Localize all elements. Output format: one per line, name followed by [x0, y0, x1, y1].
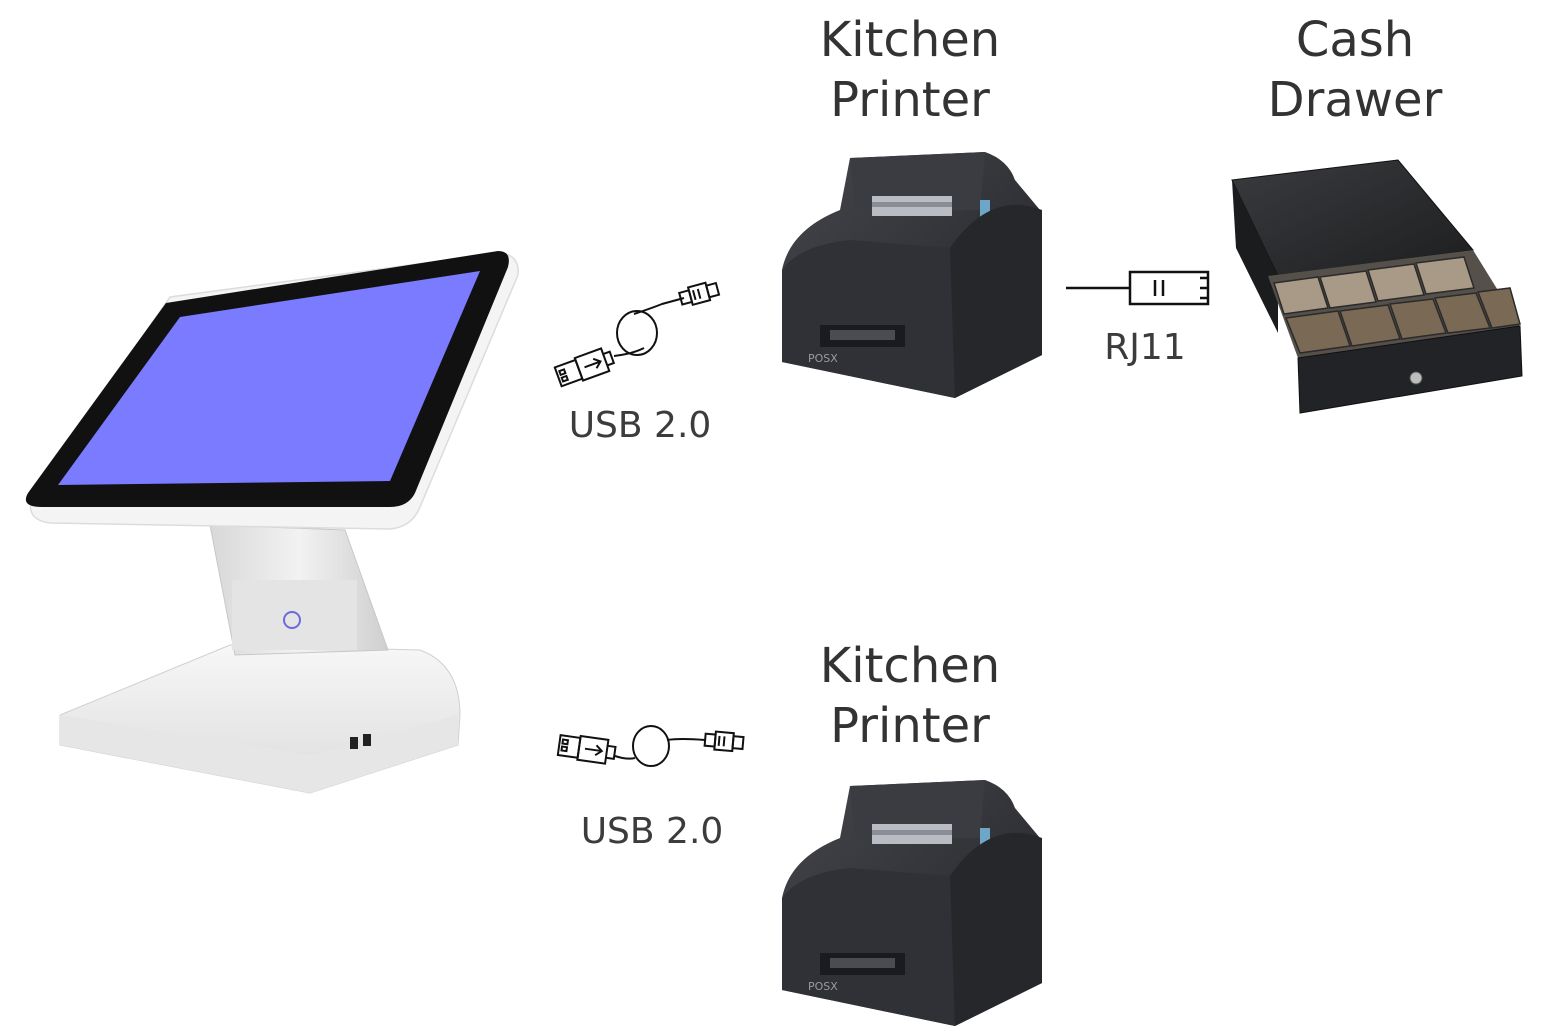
rj11-label: RJ11	[1060, 328, 1230, 368]
usb-cable-icon	[552, 278, 722, 393]
kitchen-printer-top-title-line1: Kitchen	[750, 10, 1070, 70]
pos-terminal-icon	[20, 245, 530, 805]
cash-drawer-title-line2: Drawer	[1195, 70, 1515, 130]
printer-icon: POSX	[780, 150, 1045, 400]
usb-cable-icon	[555, 718, 750, 778]
cash-drawer-title: Cash Drawer	[1195, 10, 1515, 130]
printer-brand: POSX	[808, 352, 838, 365]
kitchen-printer-top-title: Kitchen Printer	[750, 10, 1070, 130]
kitchen-printer-bottom-title-line1: Kitchen	[750, 636, 1070, 696]
rj11-cable-icon	[1064, 268, 1214, 310]
cash-drawer-title-line1: Cash	[1195, 10, 1515, 70]
kitchen-printer-top-title-line2: Printer	[750, 70, 1070, 130]
printer-brand: POSX	[808, 980, 838, 993]
kitchen-printer-bottom-title: Kitchen Printer	[750, 636, 1070, 756]
printer-icon: POSX	[780, 778, 1045, 1028]
cash-drawer-icon	[1228, 158, 1528, 418]
usb-bottom-label: USB 2.0	[552, 812, 752, 852]
usb-top-label: USB 2.0	[540, 406, 740, 446]
kitchen-printer-bottom-title-line2: Printer	[750, 696, 1070, 756]
